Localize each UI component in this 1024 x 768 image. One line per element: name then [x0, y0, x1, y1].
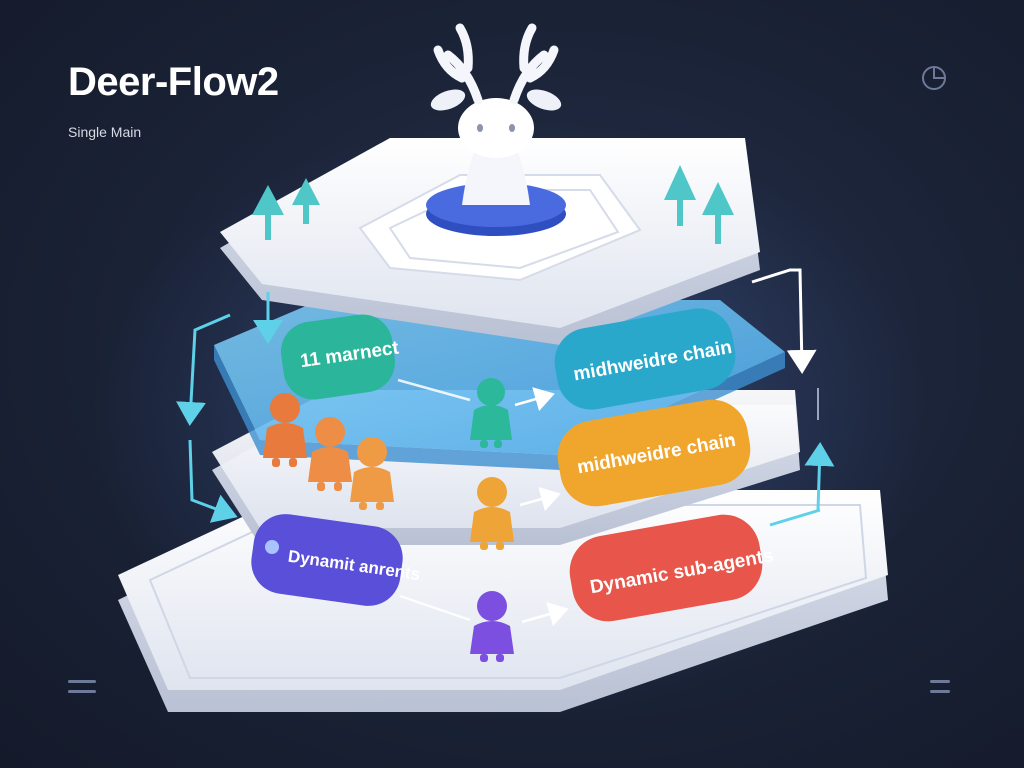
refresh-circle-icon[interactable] — [920, 64, 948, 92]
middle-right-pill-note: .. — [725, 429, 732, 443]
person-figure-icon — [350, 437, 394, 510]
middle-right-pill: midhweidre chain .. — [557, 399, 751, 507]
feedback-loop-arrows — [176, 268, 835, 527]
footer-left-dash — [68, 690, 96, 693]
tree-icon — [702, 182, 734, 244]
page-subtitle: Single Main — [68, 124, 142, 140]
footer-right-dash — [930, 690, 950, 693]
person-figure-icon — [263, 393, 307, 467]
tree-icon — [292, 178, 320, 224]
top-right-pill: midhweidre chain — [554, 308, 736, 410]
page-title: Deer-Flow2 — [68, 60, 279, 104]
footer-right-dash — [930, 680, 950, 683]
person-figure-icon — [308, 417, 352, 491]
top-left-pill: 11 marnect — [281, 314, 401, 400]
bottom-left-pill: Dynamit anrents — [251, 514, 421, 606]
person-figure-icon — [470, 378, 512, 448]
tree-icon — [664, 165, 696, 226]
tree-icon — [252, 185, 284, 240]
person-figure-icon — [470, 477, 514, 550]
bottom-right-pill: Dynamic sub-agents — [569, 514, 775, 622]
person-figure-icon — [470, 591, 514, 662]
flow-connectors — [397, 378, 569, 627]
deer-head-icon — [426, 23, 566, 236]
footer-left-dash — [68, 680, 96, 683]
